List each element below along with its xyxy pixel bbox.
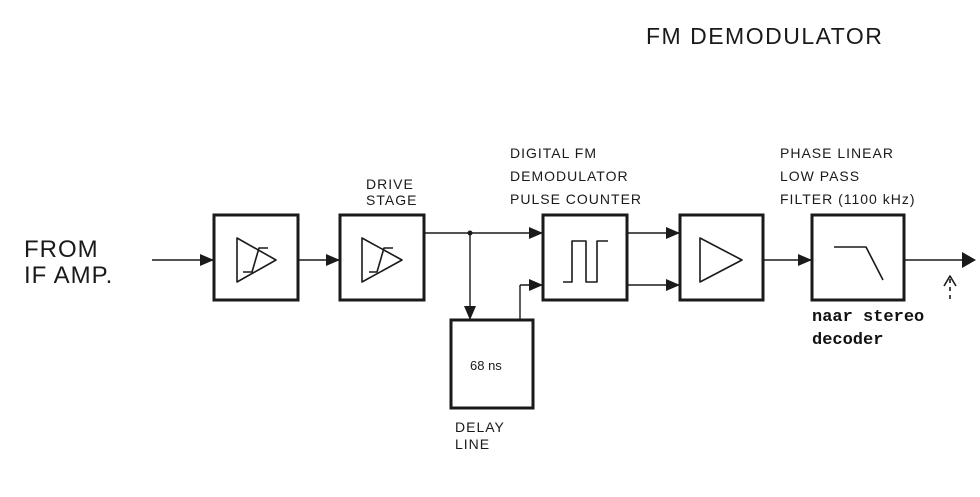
delay-value: 68 ns [470,358,502,373]
input-label-line1: FROM [24,236,99,263]
delay-line-block: 68 ns [449,318,535,410]
arrow-to-counter-lower [529,279,543,291]
annotation-line1: naar stereo [812,308,924,327]
amplifier-block-1 [212,213,300,302]
arrow-to-counter-upper [529,227,543,239]
amplifier-icon-output [699,237,743,283]
delay-label-line1: DELAY [455,419,505,435]
arrow-to-filter [798,254,812,266]
annotation-pointer [943,275,957,302]
annotation-line2: decoder [812,331,883,350]
amplifier-block-2-frame [678,213,765,302]
limiter-amplifier-icon [236,237,277,283]
drive-stage-label-line1: DRIVE [366,176,414,192]
arrow-to-amp-upper [666,227,680,239]
arrow-input [200,254,214,266]
drive-stage-label-line2: STAGE [366,192,417,208]
filter-label-line1: PHASE LINEAR [780,145,894,161]
arrow-to-amp-lower [666,279,680,291]
diagram-title: FM DEMODULATOR [646,23,883,49]
arrow-stage1-to-drive [326,254,340,266]
pulse-counter-label-line2: DEMODULATOR [510,168,629,184]
low-pass-filter-block-frame [810,213,906,302]
delay-line-block-frame [449,318,535,410]
square-wave-icon [563,240,608,283]
arrowheads [200,227,976,320]
low-pass-filter-icon [834,246,884,281]
pulse-counter-block-frame [541,213,629,302]
low-pass-filter-block [810,213,906,302]
pulse-counter-block [541,213,629,302]
pulse-counter-label-line1: DIGITAL FM [510,145,597,161]
amplifier-icon [361,237,403,283]
junction-dot [467,230,473,236]
arrow-to-delay [464,306,476,320]
annotation-arrowhead [943,275,957,287]
amplifier-block-2 [678,213,765,302]
filter-label-line2: LOW PASS [780,168,860,184]
filter-label-line3: FILTER (1100 kHz) [780,191,916,207]
arrow-output [962,252,976,268]
pulse-counter-label-line3: PULSE COUNTER [510,191,642,207]
drive-stage-block [338,213,426,302]
delay-label-line2: LINE [455,436,490,452]
input-label-line2: IF AMP. [24,262,113,289]
